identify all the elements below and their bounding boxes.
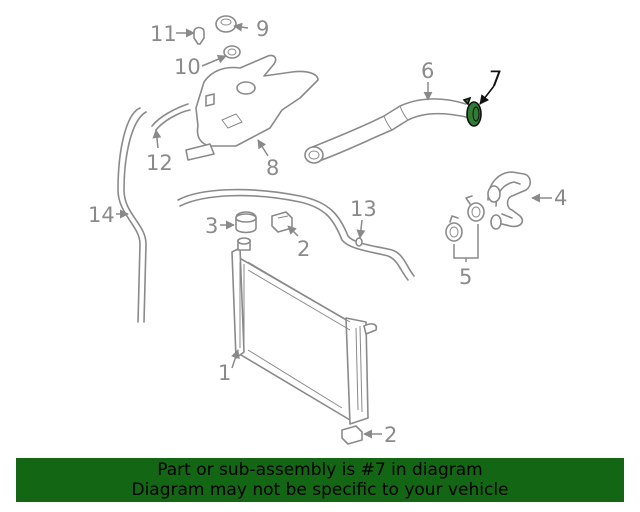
callout-11: 11 bbox=[150, 22, 177, 46]
level-sensor bbox=[193, 26, 205, 45]
callout-5: 5 bbox=[459, 265, 472, 289]
callout-2-lower: 2 bbox=[384, 423, 397, 447]
callout-12: 12 bbox=[146, 151, 173, 175]
reservoir-cap bbox=[215, 15, 237, 33]
hose-clamps bbox=[445, 195, 485, 242]
callout-1: 1 bbox=[218, 361, 231, 385]
callout-8: 8 bbox=[266, 156, 279, 180]
callout-7-highlighted: 7 bbox=[489, 67, 502, 91]
seal-ring bbox=[223, 45, 241, 59]
coolant-reservoir bbox=[185, 54, 319, 161]
long-overflow-hose bbox=[177, 188, 415, 281]
parts-diagram: 1 2 2 3 4 5 6 7 8 9 10 11 12 13 14 bbox=[88, 15, 567, 447]
callout-4: 4 bbox=[554, 186, 567, 210]
radiator-insulator-upper bbox=[271, 211, 293, 233]
callout-labels: 1 2 2 3 4 5 6 7 8 9 10 11 12 13 14 bbox=[88, 17, 567, 447]
callout-13: 13 bbox=[350, 197, 377, 221]
overflow-hose bbox=[151, 103, 191, 131]
part-notice-line-1: Part or sub-assembly is #7 in diagram bbox=[157, 460, 483, 480]
callout-14: 14 bbox=[88, 203, 115, 227]
callout-6: 6 bbox=[421, 59, 434, 83]
leader-lines bbox=[116, 22, 552, 439]
radiator-insulator-lower bbox=[341, 425, 363, 445]
drain-tube bbox=[117, 107, 147, 323]
part-notice-banner: Part or sub-assembly is #7 in diagram Di… bbox=[16, 458, 624, 502]
lower-hose bbox=[487, 171, 532, 230]
callout-3: 3 bbox=[205, 214, 218, 238]
hose-clamp-highlighted bbox=[462, 96, 482, 127]
part-notice-line-2: Diagram may not be specific to your vehi… bbox=[131, 480, 509, 500]
callout-10: 10 bbox=[174, 55, 201, 79]
upper-hose bbox=[304, 98, 471, 164]
callout-2-upper: 2 bbox=[297, 237, 310, 261]
radiator bbox=[231, 237, 378, 425]
radiator-cap bbox=[235, 211, 257, 234]
callout-9: 9 bbox=[256, 17, 269, 41]
